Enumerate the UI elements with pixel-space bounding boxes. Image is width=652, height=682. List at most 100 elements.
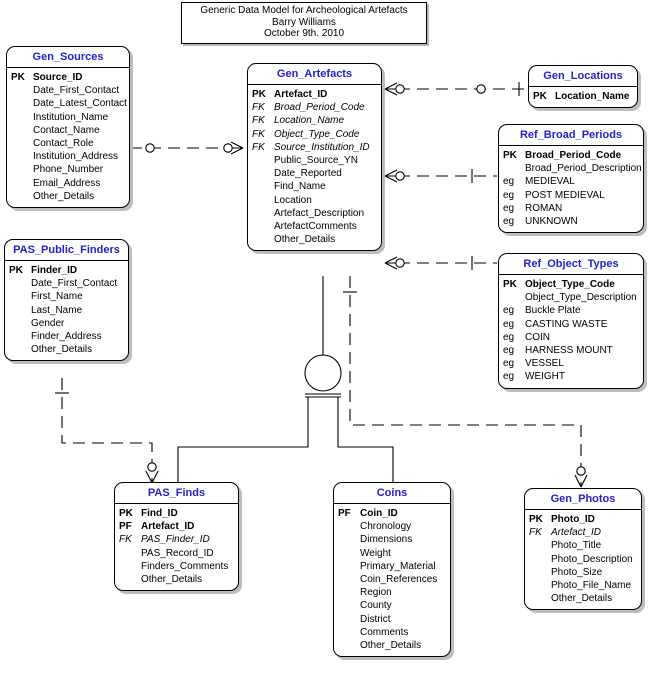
attribute-row: FK Object_Type_Code xyxy=(252,128,379,141)
attribute-row: County xyxy=(338,599,448,612)
attribute-key: eg xyxy=(503,331,515,343)
entity-title: Gen_Photos xyxy=(525,489,641,510)
attribute-key: FK xyxy=(252,115,265,127)
attribute-row: PAS_Record_ID xyxy=(119,547,236,560)
attribute-label: Finder_ID xyxy=(31,265,78,276)
relationship-finders-finds xyxy=(55,378,159,484)
attribute-label: Find_ID xyxy=(141,508,178,519)
attribute-label: Location xyxy=(274,194,312,206)
attribute-label: ArtefactComments xyxy=(274,221,357,233)
attribute-label: Institution_Name xyxy=(33,111,109,123)
entity-title: PAS_Finds xyxy=(115,483,238,504)
attribute-label: CASTING WASTE xyxy=(525,318,608,330)
attribute-label: Broad_Period_Code xyxy=(525,150,622,161)
attribute-label: Finder_Address xyxy=(31,331,102,343)
attribute-label: Broad_Period_Code xyxy=(274,102,365,114)
attribute-key: PF xyxy=(119,521,132,533)
entity-title: Coins xyxy=(334,483,450,504)
attribute-label: Object_Type_Code xyxy=(274,128,360,140)
attribute-label: Finders_Comments xyxy=(141,560,229,572)
attribute-label: Date_First_Contact xyxy=(31,278,118,290)
attribute-row: Photo_File_Name xyxy=(529,579,639,592)
attribute-label: Other_Details xyxy=(141,574,203,586)
attribute-label: District xyxy=(360,613,391,625)
attribute-label: Primary_Material xyxy=(360,560,436,572)
attribute-key: PK xyxy=(119,508,133,519)
attribute-label: Artefact_Description xyxy=(274,207,365,219)
attribute-label: Location_Name xyxy=(555,91,630,102)
attribute-row: Date_First_Contact xyxy=(11,84,127,97)
attribute-row: Finder_Address xyxy=(9,330,126,343)
attribute-label: Institution_Address xyxy=(33,151,119,163)
attribute-row: Date_Reported xyxy=(252,167,379,180)
diagram-title-line-1: Generic Data Model for Archeological Art… xyxy=(200,5,408,16)
attribute-row: eg COIN xyxy=(503,331,641,344)
attribute-row: PK Broad_Period_Code xyxy=(503,149,641,162)
attribute-label: HARNESS MOUNT xyxy=(525,345,613,357)
attribute-row: Photo_Description xyxy=(529,553,639,566)
attribute-key: eg xyxy=(503,345,515,357)
attribute-label: ROMAN xyxy=(525,202,563,214)
attribute-row: ArtefactComments xyxy=(252,220,379,233)
attribute-key: PK xyxy=(533,91,547,102)
attribute-key: PK xyxy=(11,72,25,83)
attribute-row: Other_Details xyxy=(9,343,126,356)
attribute-label: Coin_ID xyxy=(360,508,398,519)
attribute-key: FK xyxy=(252,102,265,114)
attribute-row: Artefact_Description xyxy=(252,207,379,220)
attribute-row: PF Artefact_ID xyxy=(119,520,236,533)
attribute-key: FK xyxy=(252,128,265,140)
attribute-label: Phone_Number xyxy=(33,164,104,176)
attribute-row: PK Location_Name xyxy=(533,90,635,103)
attribute-key: eg xyxy=(503,216,515,228)
attribute-label: COIN xyxy=(525,331,550,343)
attribute-label: Photo_Title xyxy=(551,540,602,552)
attribute-key: PK xyxy=(503,150,517,161)
relationship-artefacts-locations xyxy=(384,82,527,96)
attribute-label: Gender xyxy=(31,317,65,329)
attribute-label: First_Name xyxy=(31,291,83,303)
attribute-label: Source_Institution_ID xyxy=(274,141,370,153)
attribute-label: Dimensions xyxy=(360,534,413,546)
attribute-row: Other_Details xyxy=(252,233,379,246)
attribute-key: PK xyxy=(503,279,517,290)
entity-title: Ref_Object_Types xyxy=(499,254,643,275)
attribute-row: Photo_Title xyxy=(529,539,639,552)
attribute-row: Other_Details xyxy=(11,190,127,203)
attribute-label: Public_Source_YN xyxy=(274,155,358,167)
attribute-label: Contact_Role xyxy=(33,138,94,150)
attribute-row: Region xyxy=(338,586,448,599)
attribute-key: PK xyxy=(529,514,543,525)
attribute-row: Other_Details xyxy=(529,592,639,605)
attribute-label: Artefact_ID xyxy=(141,521,195,533)
attribute-row: Gender xyxy=(9,317,126,330)
entity-gen-locations[interactable]: Gen_Locations PK Location_Name xyxy=(528,65,638,109)
attribute-label: Photo_Size xyxy=(551,566,603,578)
attribute-row: Dimensions xyxy=(338,533,448,546)
attribute-row: District xyxy=(338,613,448,626)
attribute-row: Contact_Name xyxy=(11,124,127,137)
attribute-row: Location xyxy=(252,194,379,207)
attribute-key: PK xyxy=(9,265,23,276)
entity-title: Gen_Locations xyxy=(529,66,637,87)
attribute-row: PK Finder_ID xyxy=(9,264,126,277)
